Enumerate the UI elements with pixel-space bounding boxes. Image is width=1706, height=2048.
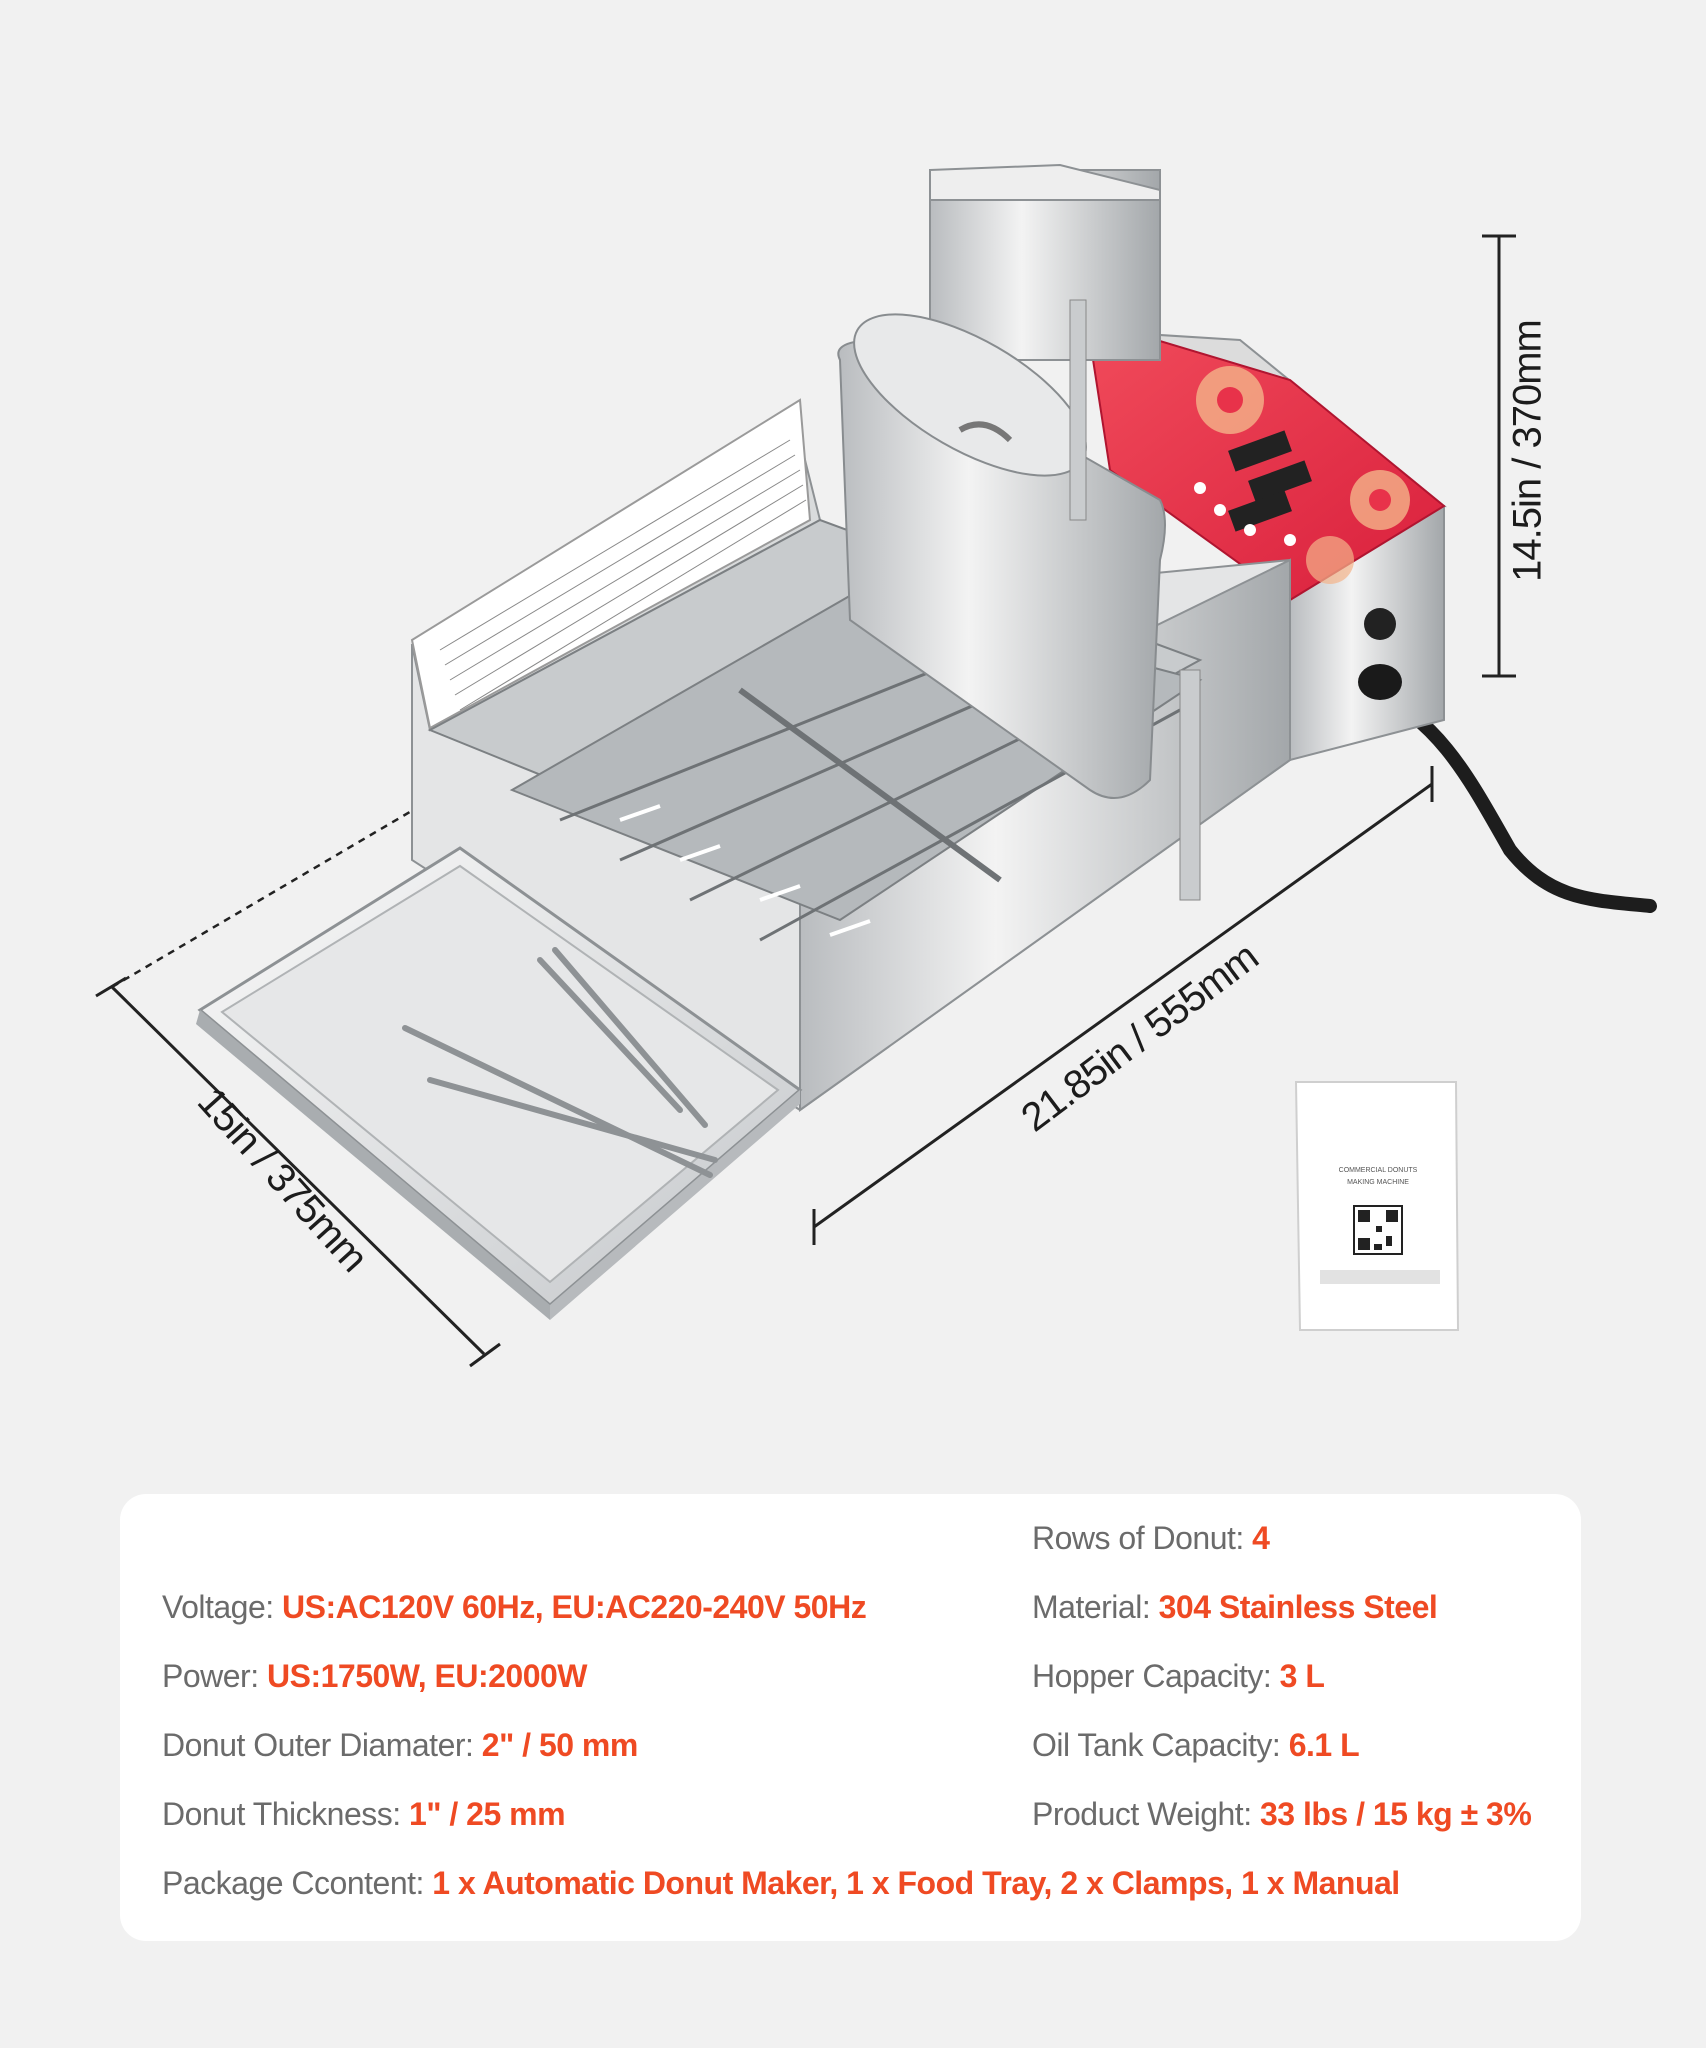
spec-value: 6.1 L (1288, 1727, 1360, 1763)
power-plug (1358, 664, 1402, 700)
spec-power: Power: US:1750W, EU:2000W (162, 1658, 588, 1695)
spec-value: 4 (1252, 1520, 1270, 1556)
spec-label: Oil Tank Capacity: (1032, 1727, 1281, 1763)
spec-outer-diameter: Donut Outer Diamater: 2" / 50 mm (162, 1727, 638, 1764)
spec-voltage: Voltage: US:AC120V 60Hz, EU:AC220-240V 5… (162, 1589, 867, 1626)
height-dimension-line (1482, 234, 1516, 678)
spec-package-content: Package Ccontent: 1 x Automatic Donut Ma… (162, 1865, 1400, 1902)
donut-machine-drawing: COMMERCIAL DONUTS MAKING MACHINE (95, 163, 1657, 1368)
spec-label: Donut Thickness: (162, 1796, 401, 1832)
manual-title-2: MAKING MACHINE (1347, 1179, 1409, 1186)
spec-label: Product Weight: (1032, 1796, 1252, 1832)
spec-value: 1" / 25 mm (409, 1796, 566, 1832)
spec-value: 33 lbs / 15 kg ± 3% (1259, 1796, 1532, 1832)
spec-rows-of-donut: Rows of Donut: 4 (1032, 1520, 1270, 1557)
specifications-card: Rows of Donut: 4 Voltage: US:AC120V 60Hz… (120, 1494, 1581, 1941)
spec-label: Power: (162, 1658, 259, 1694)
spec-value: US:1750W, EU:2000W (266, 1658, 588, 1694)
hopper (837, 338, 1166, 799)
manual-title-1: COMMERCIAL DONUTS (1339, 1167, 1418, 1174)
spec-value: US:AC120V 60Hz, EU:AC220-240V 50Hz (282, 1589, 867, 1625)
control-knob (1364, 608, 1396, 640)
spec-label: Material: (1032, 1589, 1151, 1625)
spec-label: Hopper Capacity: (1032, 1658, 1272, 1694)
spec-thickness: Donut Thickness: 1" / 25 mm (162, 1796, 566, 1833)
spec-hopper-capacity: Hopper Capacity: 3 L (1032, 1658, 1325, 1695)
spec-label: Package Ccontent: (162, 1865, 424, 1901)
length-dimension-line (812, 766, 1434, 1245)
spec-value: 1 x Automatic Donut Maker, 1 x Food Tray… (432, 1865, 1400, 1901)
spec-value: 3 L (1279, 1658, 1325, 1694)
height-dimension-label: 14.5in / 370mm (1505, 320, 1550, 582)
spec-value: 2" / 50 mm (481, 1727, 639, 1763)
product-illustration: COMMERCIAL DONUTS MAKING MACHINE 14.5in … (95, 163, 1657, 1368)
spec-label: Rows of Donut: (1032, 1520, 1244, 1556)
spec-label: Donut Outer Diamater: (162, 1727, 474, 1763)
clamps (402, 947, 718, 1178)
width-dimension-line (95, 804, 501, 1368)
qr-code-icon (1353, 1205, 1403, 1255)
spec-value: 304 Stainless Steel (1158, 1589, 1438, 1625)
spec-oil-tank-capacity: Oil Tank Capacity: 6.1 L (1032, 1727, 1360, 1764)
spec-product-weight: Product Weight: 33 lbs / 15 kg ± 3% (1032, 1796, 1532, 1833)
spec-material: Material: 304 Stainless Steel (1032, 1589, 1438, 1626)
spec-label: Voltage: (162, 1589, 274, 1625)
instruction-label (410, 398, 812, 730)
